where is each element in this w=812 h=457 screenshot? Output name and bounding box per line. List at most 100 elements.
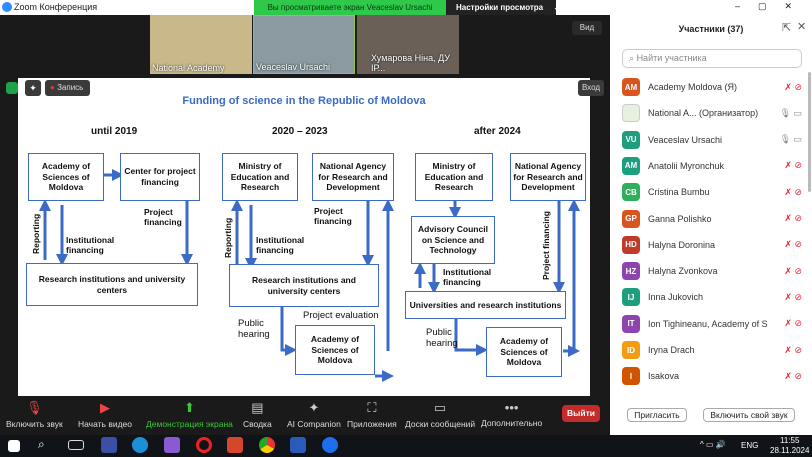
col2-ministry-box: Ministry of Education and Research xyxy=(222,153,298,201)
muted-mic-video-off-icon[interactable]: ✗ ⊘ xyxy=(784,81,802,92)
taskbar xyxy=(0,435,812,457)
ai-label: AI Companion xyxy=(287,419,341,429)
avatar: AM xyxy=(622,78,640,96)
zoom-taskbar-icon[interactable] xyxy=(322,437,338,453)
save-app-icon[interactable] xyxy=(101,437,117,453)
edge-icon[interactable] xyxy=(132,437,148,453)
clock-date: 28.11.2024 xyxy=(770,446,810,455)
leave-button[interactable]: Выйти xyxy=(562,405,600,422)
security-shield-icon[interactable] xyxy=(6,82,18,94)
col2-agency-box: National Agency for Research and Develop… xyxy=(312,153,394,201)
participant-row[interactable]: GP Ganna Polishko ✗ ⊘ xyxy=(622,206,802,232)
muted-mic-video-off-icon[interactable]: ✗ ⊘ xyxy=(784,265,802,276)
muted-mic-video-off-icon[interactable]: ✗ ⊘ xyxy=(784,186,802,197)
more-label: Дополнительно xyxy=(481,418,543,428)
chrome-icon[interactable] xyxy=(259,437,275,453)
video-tile[interactable]: Хумарова Ніна, ДУ ІР... xyxy=(357,15,459,74)
view-settings-button[interactable]: Настройки просмотра ⌄ xyxy=(446,0,560,15)
col1-center-box: Center for project financing xyxy=(120,153,200,201)
enter-button[interactable]: Вход xyxy=(578,80,604,96)
leave-label: Выйти xyxy=(566,408,595,418)
muted-mic-video-off-icon[interactable]: ✗ ⊘ xyxy=(784,344,802,355)
close-icon[interactable]: ✕ xyxy=(797,21,807,33)
share-screen-button[interactable]: ⬆Демонстрация экрана xyxy=(146,400,233,429)
participants-title: Участники (37) xyxy=(678,24,744,34)
participant-row[interactable]: National A... (Организатор)🎙 ▭ xyxy=(622,100,802,126)
view-button[interactable]: Вид xyxy=(572,21,602,35)
shared-screen-slide: Funding of science in the Republic of Mo… xyxy=(18,78,590,396)
muted-mic-video-off-icon[interactable]: ✗ ⊘ xyxy=(784,239,802,250)
col2-reporting: Reporting xyxy=(223,217,233,258)
window-controls[interactable]: –▢✕ xyxy=(735,1,811,11)
col1-project: Project financing xyxy=(144,207,182,228)
summary-label: Сводка xyxy=(243,419,272,429)
task-view-icon[interactable] xyxy=(68,440,84,450)
video-tile-active-speaker[interactable]: Veaceslav Ursachi xyxy=(253,15,355,74)
whiteboards-label: Доски сообщений xyxy=(405,419,476,429)
search-icon[interactable]: ⌕ xyxy=(38,437,45,451)
unmute-self-button[interactable]: Включить свой звук xyxy=(703,408,795,422)
muted-mic-video-off-icon[interactable]: ✗ ⊘ xyxy=(784,213,802,223)
col3-agency-box: National Agency for Research and Develop… xyxy=(510,153,586,201)
unmute-button[interactable]: 🎙Включить звук xyxy=(6,400,63,429)
apps-button[interactable]: ⛶Приложения xyxy=(347,400,397,429)
start-video-button[interactable]: ▶Начать видео xyxy=(78,400,132,429)
avatar: IJ xyxy=(622,288,640,307)
popout-icon[interactable]: ⇱ xyxy=(782,22,792,34)
summary-button[interactable]: ▤Сводка xyxy=(243,400,272,429)
visual-studio-icon[interactable] xyxy=(164,437,180,453)
mic-video-icon[interactable]: 🎙 ▭ xyxy=(779,134,802,145)
col2-public-hearing: Public hearing xyxy=(238,318,270,341)
video-tile[interactable]: National Academy xyxy=(150,15,252,74)
view-label: Вид xyxy=(579,23,595,32)
participant-name: Iryna Drach xyxy=(648,345,695,355)
col2-project-evaluation: Project evaluation xyxy=(303,310,379,321)
enter-label: Вход xyxy=(581,83,601,92)
apps-label: Приложения xyxy=(347,419,397,429)
invite-button[interactable]: Пригласить xyxy=(627,408,687,422)
avatar: I xyxy=(622,367,640,386)
ai-companion-button[interactable]: ✦AI Companion xyxy=(287,400,341,429)
mic-video-icon[interactable]: 🎙 ▭ xyxy=(779,107,802,118)
video-off-icon: ▶ xyxy=(100,400,110,415)
windows-start-icon[interactable] xyxy=(8,440,20,452)
clock-time: 11:55 xyxy=(780,436,800,445)
col1-header: until 2019 xyxy=(91,126,138,137)
participant-name: Ganna Polishko xyxy=(648,213,712,224)
powerpoint-icon[interactable] xyxy=(227,437,243,453)
scrollbar[interactable] xyxy=(808,72,811,192)
muted-mic-video-off-icon[interactable]: ✗ ⊘ xyxy=(784,318,802,329)
language-indicator[interactable]: ENG xyxy=(741,441,759,450)
window-title: Zoom Конференция xyxy=(14,2,98,12)
more-icon: ••• xyxy=(504,400,519,415)
record-button[interactable]: ● Запись xyxy=(45,80,90,96)
muted-mic-video-off-icon[interactable]: ✗ ⊘ xyxy=(784,160,802,171)
avatar: ID xyxy=(622,341,640,359)
col3-council-box: Advisory Council on Science and Technolo… xyxy=(411,216,495,264)
more-button[interactable]: ••• Дополнительно xyxy=(481,400,542,428)
sparkle-icon[interactable]: ✦ xyxy=(25,80,41,96)
participant-row[interactable]: ID Iryna Drach ✗ ⊘ xyxy=(622,337,802,363)
slide-title: Funding of science in the Republic of Mo… xyxy=(182,95,426,107)
tray-icons[interactable]: ^ ▭ 🔊 xyxy=(700,440,726,449)
col2-academy-box: Academy of Sciences of Moldova xyxy=(295,325,375,375)
participant-search-input[interactable]: ⌕ Найти участника xyxy=(622,49,802,68)
whiteboards-button[interactable]: ▭Доски сообщений xyxy=(405,400,475,429)
opera-icon[interactable] xyxy=(196,437,212,453)
word-icon[interactable] xyxy=(290,437,306,453)
zoom-logo-icon xyxy=(2,2,12,12)
avatar: GP xyxy=(622,209,640,228)
muted-mic-video-off-icon[interactable]: ✗ ⊘ xyxy=(784,370,802,381)
muted-mic-video-off-icon[interactable]: ✗ ⊘ xyxy=(784,291,802,302)
